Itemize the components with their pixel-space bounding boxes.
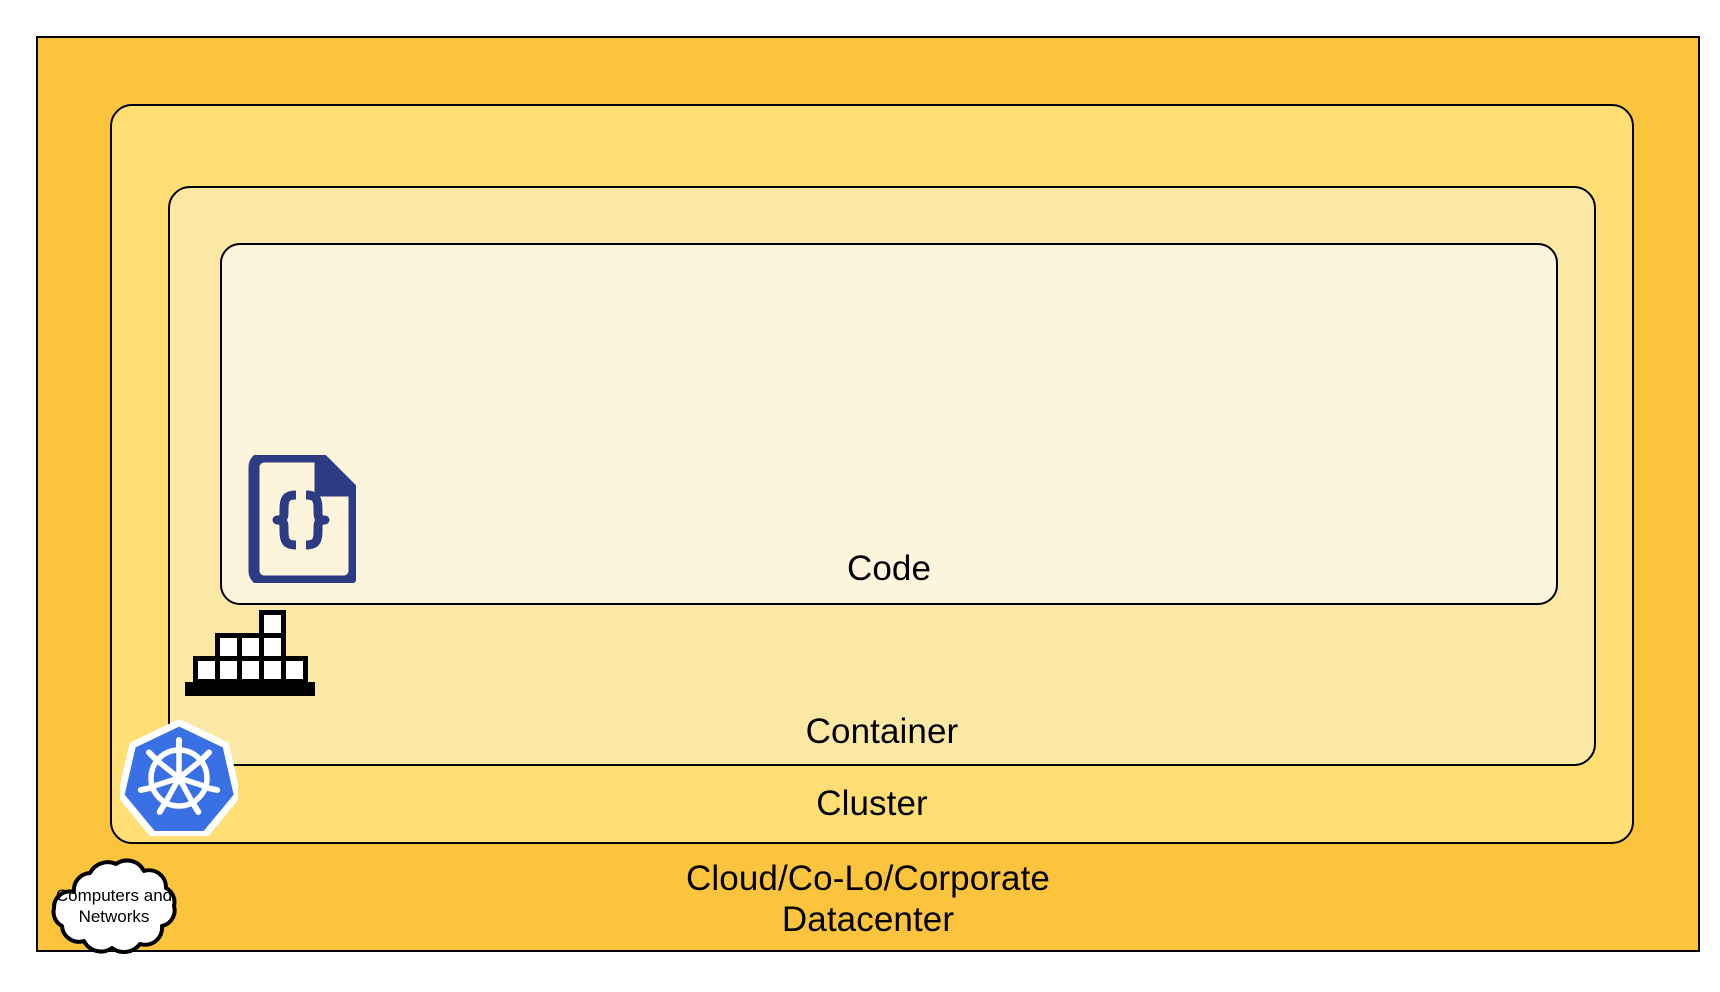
layer-label-code: Code	[846, 549, 932, 588]
kubernetes-icon	[117, 718, 241, 838]
layer-cluster[interactable]: Code Container Cluster	[110, 104, 1634, 844]
cloud-icon[interactable]: Computers and Networks	[40, 858, 188, 954]
layer-container[interactable]: Code Container	[168, 186, 1596, 766]
container-bricks-icon	[185, 608, 315, 700]
code-file-icon	[244, 451, 360, 587]
layer-code[interactable]: Code	[220, 243, 1558, 605]
layer-label-cluster: Cluster	[816, 784, 928, 823]
layer-datacenter[interactable]: Code Container Cluster Cloud/Co-Lo/Corpo…	[36, 36, 1700, 952]
layer-label-container: Container	[805, 712, 959, 751]
layer-label-datacenter: Cloud/Co-Lo/Corporate Datacenter	[686, 859, 1050, 939]
